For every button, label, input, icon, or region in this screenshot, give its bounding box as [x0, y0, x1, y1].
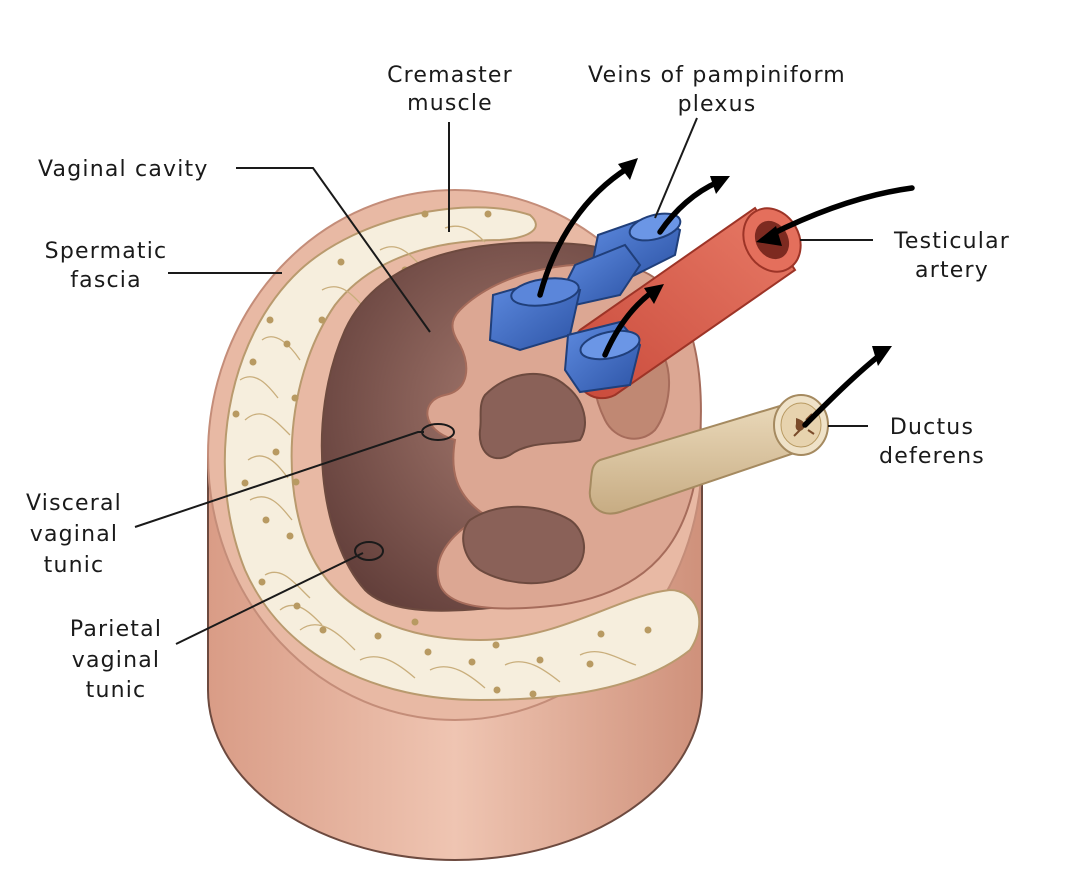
vein-flow-arrow-left — [537, 165, 631, 298]
label-vaginal-cavity: Vaginal cavity — [38, 157, 209, 182]
label-cremaster-2: muscle — [407, 91, 493, 116]
label-visceral-1: Visceral — [26, 491, 122, 516]
leader-lines — [134, 117, 873, 645]
label-visceral-3: tunic — [44, 553, 105, 578]
parietal-tunic-marker — [354, 541, 384, 561]
arrow-head-icon — [710, 176, 730, 194]
label-visceral-2: vaginal — [30, 522, 119, 547]
label-testicular-1: Testicular — [893, 229, 1010, 254]
ductus-flow-arrow — [802, 352, 883, 428]
flow-arrows — [537, 158, 915, 428]
vein-flow-arrow-right — [657, 179, 721, 235]
label-spermatic-1: Spermatic — [45, 239, 168, 264]
label-parietal-2: vaginal — [72, 648, 161, 673]
arrow-head-icon — [644, 284, 664, 304]
arrow-head-icon — [756, 226, 782, 246]
label-parietal-1: Parietal — [70, 617, 162, 642]
label-testicular-2: artery — [915, 258, 989, 283]
pampiniform-veins — [488, 212, 682, 394]
label-spermatic-2: fascia — [70, 268, 142, 293]
label-ductus-2: deferens — [879, 444, 985, 469]
label-cremaster-1: Cremaster — [387, 63, 513, 88]
artery-inner-arrow — [602, 289, 655, 358]
arrow-head-icon — [872, 346, 892, 366]
label-parietal-3: tunic — [86, 678, 147, 703]
arrow-head-icon — [618, 158, 638, 180]
label-veins-2: plexus — [678, 92, 757, 117]
label-ductus-1: Ductus — [890, 415, 974, 440]
labels: Cremaster muscle Veins of pampiniform pl… — [26, 63, 1010, 703]
label-veins-1: Veins of pampiniform — [588, 63, 846, 88]
artery-flow-arrow — [767, 185, 915, 238]
ductus-deferens-tube — [588, 394, 829, 515]
